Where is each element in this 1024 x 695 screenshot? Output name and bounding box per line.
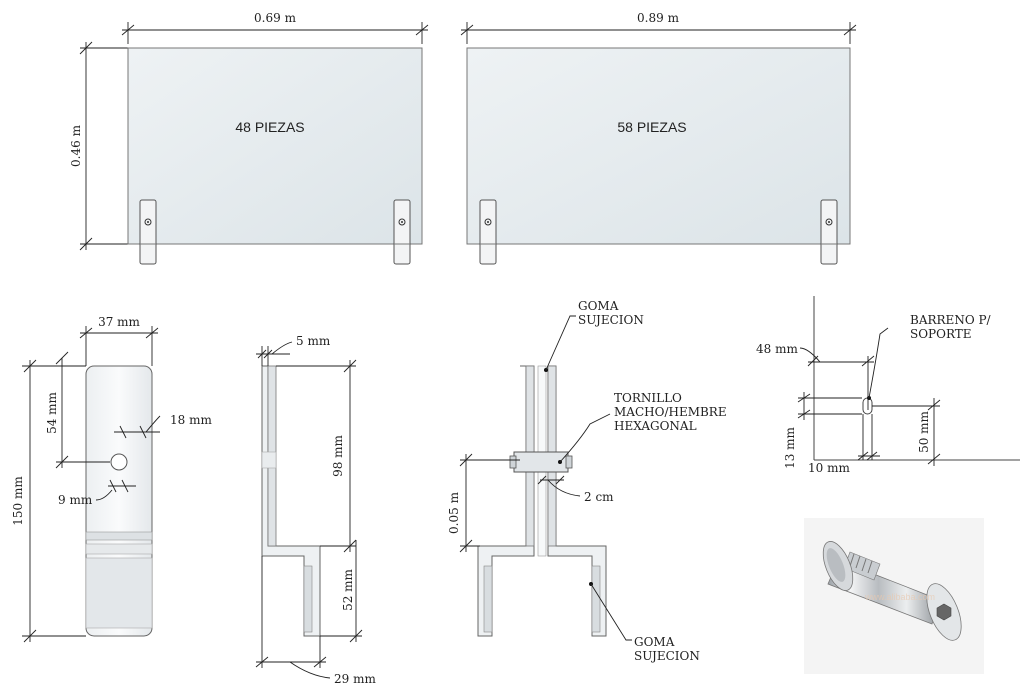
side-depth-label: 29 mm: [334, 672, 376, 686]
slot-hole: [862, 397, 873, 415]
tornillo-line3: HEXAGONAL: [614, 419, 697, 433]
panel-left: 0.69 m 0.46 m 48 PIEZAS: [69, 11, 429, 265]
hole-height-label: 50 mm: [917, 410, 931, 452]
bracket-hole-offset-label: 54 mm: [45, 391, 59, 433]
bracket-height-label: 150 mm: [11, 476, 25, 526]
photo-watermark: www.alibaba.com: [864, 592, 935, 602]
bracket-hole-spacing-label: 18 mm: [170, 413, 212, 427]
tornillo-line1: TORNILLO: [614, 391, 682, 405]
tornillo-line2: MACHO/HEMBRE: [614, 405, 727, 419]
clip-icon: [479, 199, 497, 265]
side-thickness-label: 5 mm: [296, 334, 331, 348]
panel-left-pieces-label: 48 PIEZAS: [235, 119, 304, 135]
clip-icon: [139, 199, 157, 265]
sex-bolt-icon: [822, 541, 962, 641]
clip-icon: [393, 199, 411, 265]
assembly-gap-label: 2 cm: [584, 490, 614, 504]
glass-panel-right: [466, 47, 851, 245]
bracket-front-view: 37 mm 150 mm 54 mm 18 mm 9 mm: [11, 315, 212, 643]
bracket-width-label: 37 mm: [98, 315, 140, 329]
glass-panel-left: [127, 47, 423, 245]
goma-bottom-line2: SUJECION: [634, 649, 700, 663]
panel-right-pieces-label: 58 PIEZAS: [617, 119, 686, 135]
panel-right-width-label: 0.89 m: [637, 11, 680, 25]
barreno-line2: SOPORTE: [910, 327, 972, 341]
goma-top-line1: GOMA: [578, 299, 619, 313]
side-lower-height-label: 52 mm: [341, 568, 355, 610]
panel-left-width-label: 0.69 m: [254, 11, 297, 25]
panel-left-height-label: 0.46 m: [69, 124, 83, 167]
bracket-hole-diameter-label: 9 mm: [58, 493, 93, 507]
screw-photo: www.alibaba.com: [804, 518, 984, 674]
bracket-hole: [110, 453, 128, 471]
side-upper-height-label: 98 mm: [331, 434, 345, 476]
assembly-view: GOMA SUJECION TORNILLO MACHO/HEMBRE HEXA…: [447, 299, 727, 663]
hole-detail: BARRENO P/ SOPORTE 48 mm 13 mm 10 mm 50 …: [756, 296, 1020, 475]
goma-bottom-line1: GOMA: [634, 635, 675, 649]
slot-width-label: 10 mm: [808, 461, 850, 475]
panel-right: 0.89 m 58 PIEZAS: [460, 11, 857, 265]
bracket-side-view: 5 mm 98 mm 52 mm 29 mm: [255, 334, 376, 686]
clip-icon: [820, 199, 838, 265]
edge-distance-label: 48 mm: [756, 342, 798, 356]
goma-top-line2: SUJECION: [578, 313, 644, 327]
assembly-offset-label: 0.05 m: [447, 491, 461, 534]
slot-height-label: 13 mm: [783, 426, 797, 468]
barreno-line1: BARRENO P/: [910, 313, 992, 327]
